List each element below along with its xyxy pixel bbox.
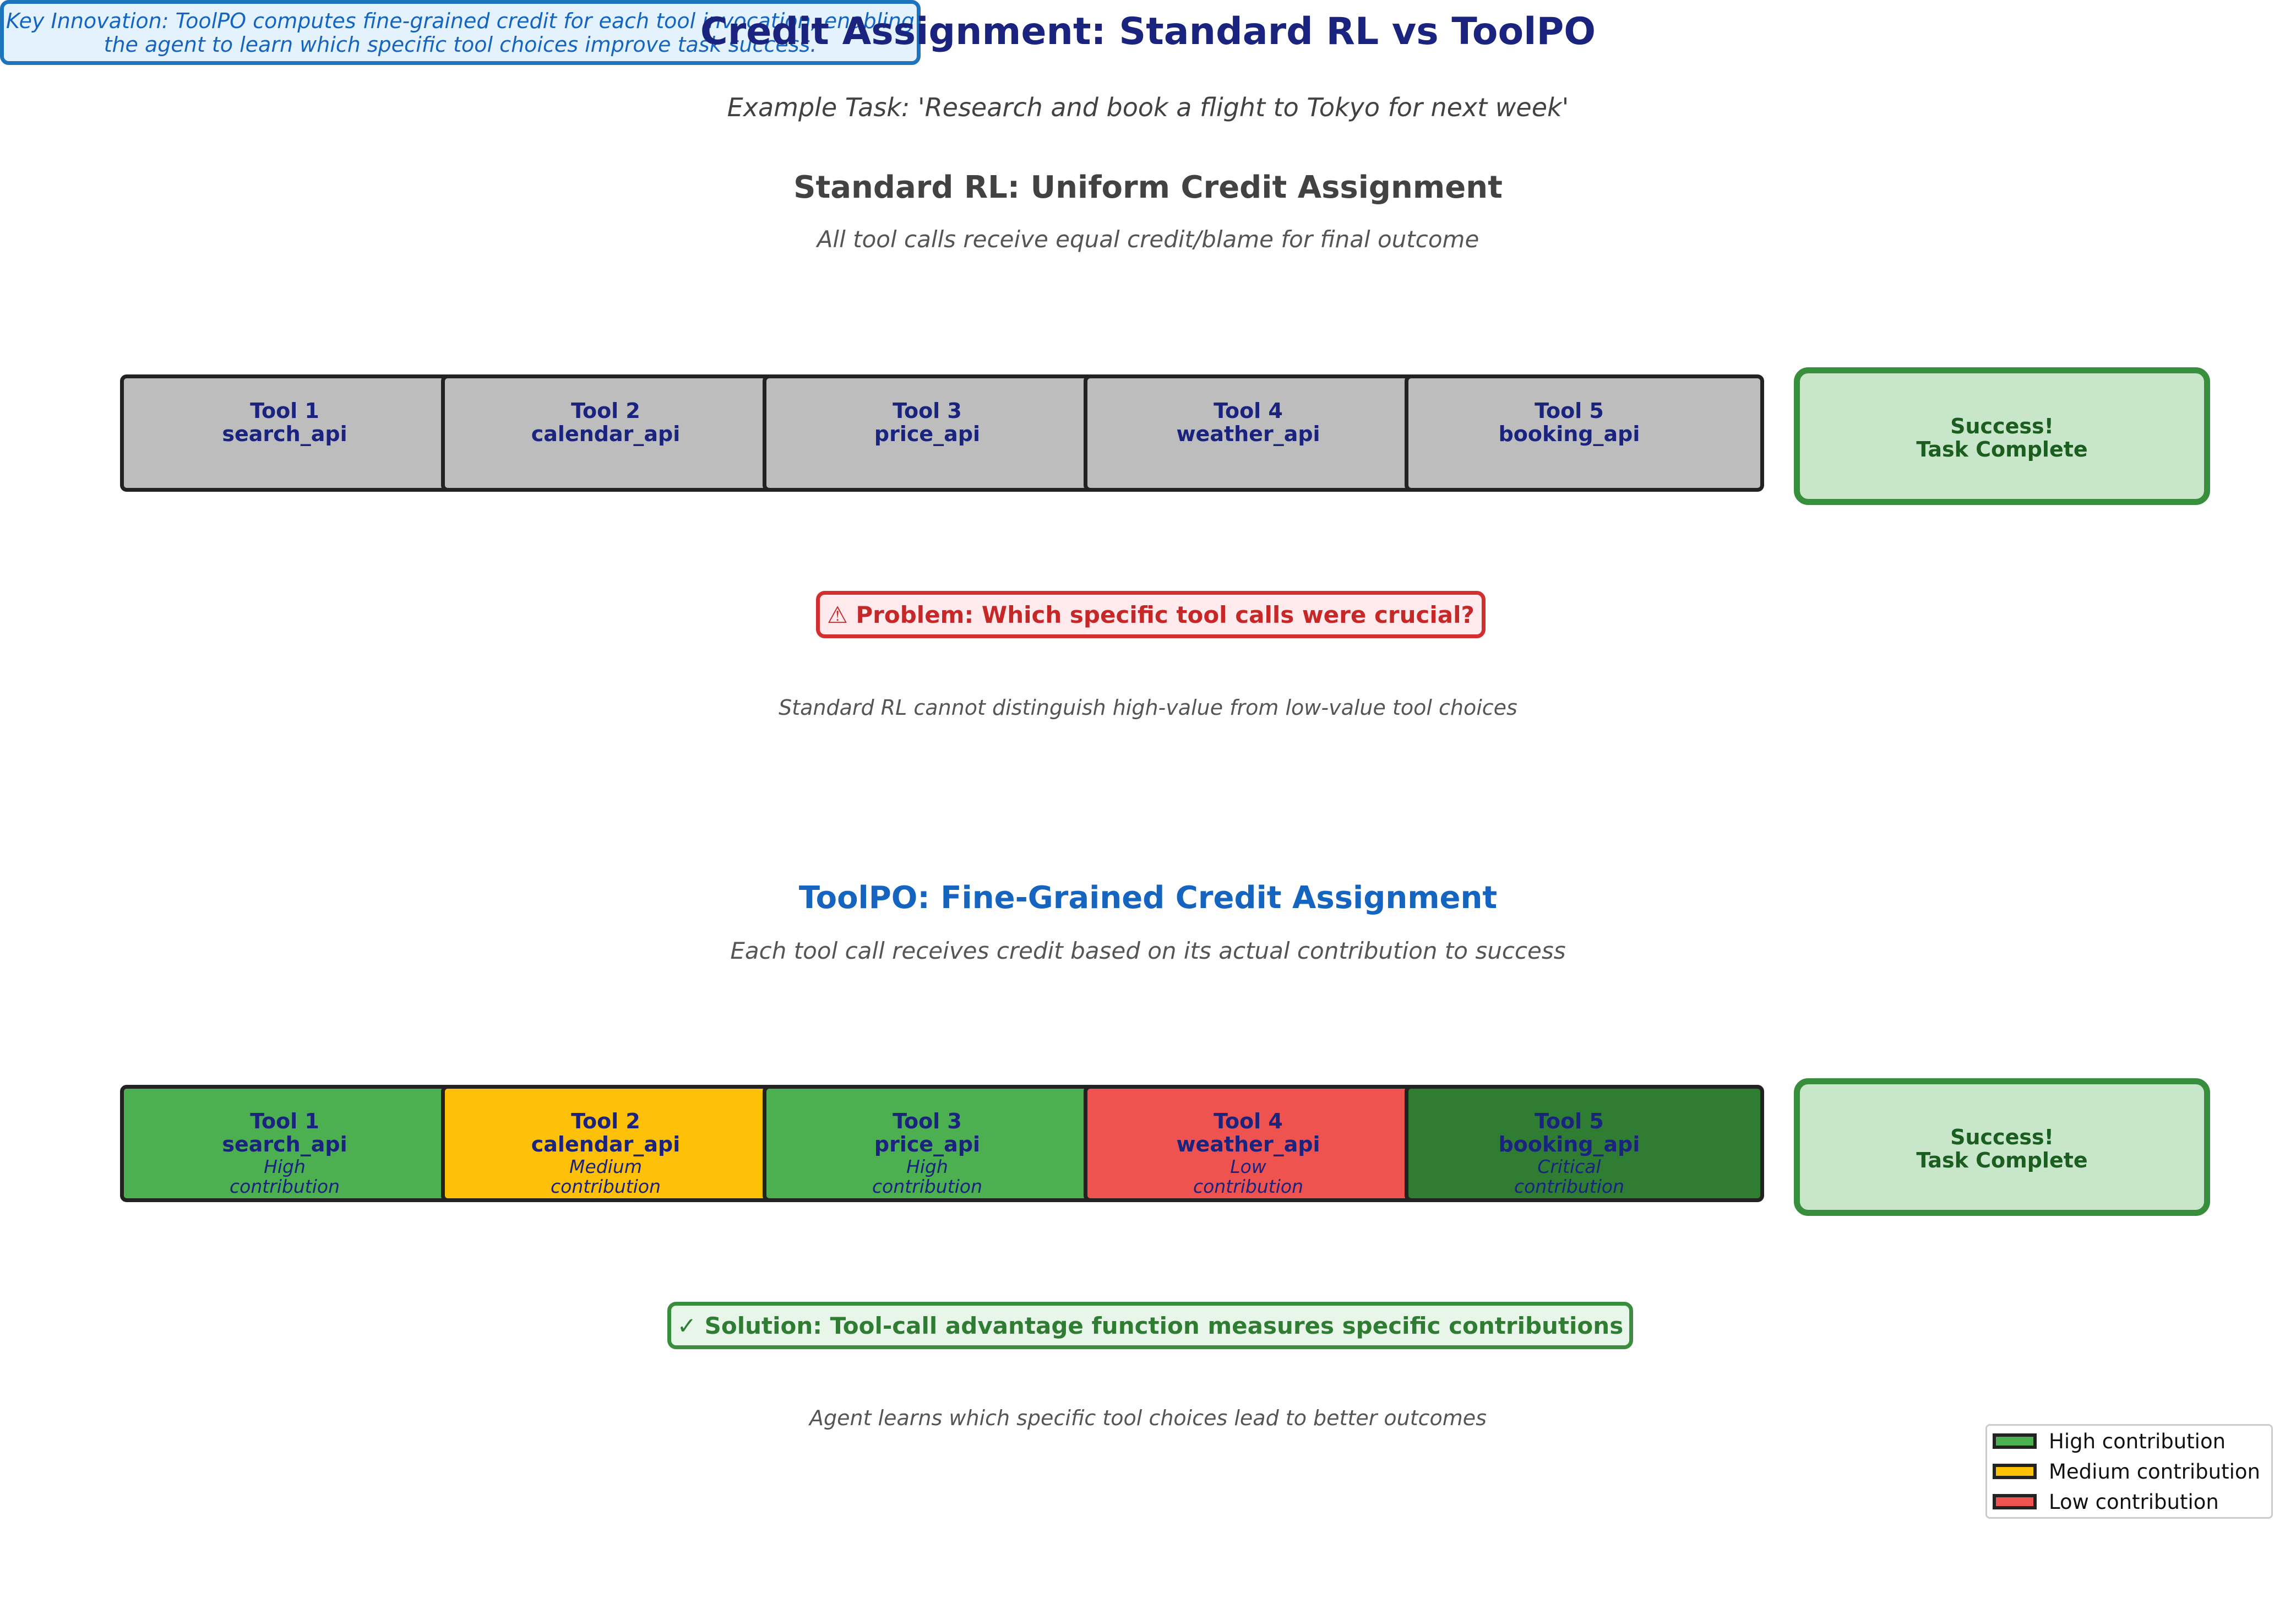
legend: High contribution Medium contribution Lo… (1985, 1424, 2273, 1519)
toolpo-heading: ToolPO: Fine-Grained Credit Assignment (798, 880, 1498, 916)
tool-api: weather_api (1176, 1132, 1320, 1156)
standard-tool-4: Tool 4 weather_api (1084, 374, 1443, 492)
standard-rl-heading: Standard RL: Uniform Credit Assignment (793, 170, 1503, 205)
legend-label: High contribution (2049, 1430, 2226, 1453)
standard-success-box: Success! Task Complete (1794, 367, 2210, 505)
contribution-suffix: contribution (1193, 1176, 1303, 1197)
standard-rl-subheading: All tool calls receive equal credit/blam… (817, 226, 1479, 253)
tool-name: Tool 3 (893, 399, 962, 423)
tool-name: Tool 2 (571, 1109, 640, 1133)
tool-name: Tool 1 (250, 1109, 319, 1133)
contribution-suffix: contribution (1514, 1176, 1624, 1197)
toolpo-tool-2: Tool 2 calendar_api Medium contribution (441, 1085, 801, 1202)
legend-item-medium: Medium contribution (1993, 1458, 2260, 1486)
success-label: Success! (1950, 1125, 2054, 1149)
problem-banner: ⚠ Problem: Which specific tool calls wer… (816, 591, 1486, 638)
contribution-level: High (264, 1156, 306, 1177)
legend-swatch-high (1993, 1433, 2037, 1449)
contribution-suffix: contribution (230, 1176, 340, 1197)
toolpo-tool-4: Tool 4 weather_api Low contribution (1084, 1085, 1443, 1202)
success-detail: Task Complete (1916, 437, 2088, 461)
contribution-suffix: contribution (872, 1176, 982, 1197)
standard-note: Standard RL cannot distinguish high-valu… (779, 696, 1517, 720)
contribution-level: Medium (569, 1156, 642, 1177)
tool-api: calendar_api (531, 422, 681, 446)
tool-name: Tool 2 (571, 399, 640, 423)
tool-api: booking_api (1498, 422, 1640, 446)
tool-name: Tool 5 (1535, 1109, 1604, 1133)
tool-name: Tool 4 (1214, 399, 1283, 423)
tool-name: Tool 4 (1214, 1109, 1283, 1133)
key-innovation-box: Key Innovation: ToolPO computes fine-gra… (0, 0, 921, 65)
tool-name: Tool 1 (250, 399, 319, 423)
standard-tool-5: Tool 5 booking_api (1405, 374, 1764, 492)
legend-label: Low contribution (2049, 1490, 2219, 1514)
tool-name: Tool 3 (893, 1109, 962, 1133)
toolpo-tool-5: Tool 5 booking_api Critical contribution (1405, 1085, 1764, 1202)
tool-api: booking_api (1498, 1132, 1640, 1156)
success-label: Success! (1950, 414, 2054, 438)
tool-api: price_api (874, 1132, 981, 1156)
standard-tool-2: Tool 2 calendar_api (441, 374, 801, 492)
tool-api: calendar_api (531, 1132, 681, 1156)
contribution-level: High (906, 1156, 948, 1177)
standard-tool-3: Tool 3 price_api (763, 374, 1122, 492)
example-task: Example Task: 'Research and book a fligh… (727, 93, 1569, 122)
innovation-line-1: Key Innovation: ToolPO computes fine-gra… (6, 9, 915, 33)
tool-api: search_api (222, 1132, 347, 1156)
toolpo-tool-3: Tool 3 price_api High contribution (763, 1085, 1122, 1202)
solution-banner: ✓ Solution: Tool-call advantage function… (667, 1302, 1633, 1349)
contribution-level: Critical (1537, 1156, 1601, 1177)
tool-name: Tool 5 (1535, 399, 1604, 423)
standard-tool-1: Tool 1 search_api (120, 374, 480, 492)
tool-api: search_api (222, 422, 347, 446)
legend-label: Medium contribution (2049, 1460, 2260, 1484)
tool-api: price_api (874, 422, 981, 446)
legend-item-low: Low contribution (1993, 1488, 2219, 1516)
toolpo-tool-1: Tool 1 search_api High contribution (120, 1085, 480, 1202)
legend-swatch-medium (1993, 1463, 2037, 1479)
contribution-suffix: contribution (551, 1176, 661, 1197)
legend-swatch-low (1993, 1493, 2037, 1509)
tool-api: weather_api (1176, 422, 1320, 446)
toolpo-note: Agent learns which specific tool choices… (809, 1406, 1487, 1430)
page-title: Credit Assignment: Standard RL vs ToolPO (700, 10, 1596, 53)
contribution-level: Low (1230, 1156, 1266, 1177)
success-detail: Task Complete (1916, 1148, 2088, 1172)
toolpo-subheading: Each tool call receives credit based on … (730, 937, 1566, 964)
innovation-line-2: the agent to learn which specific tool c… (104, 32, 817, 57)
toolpo-success-box: Success! Task Complete (1794, 1078, 2210, 1216)
legend-item-high: High contribution (1993, 1428, 2226, 1455)
